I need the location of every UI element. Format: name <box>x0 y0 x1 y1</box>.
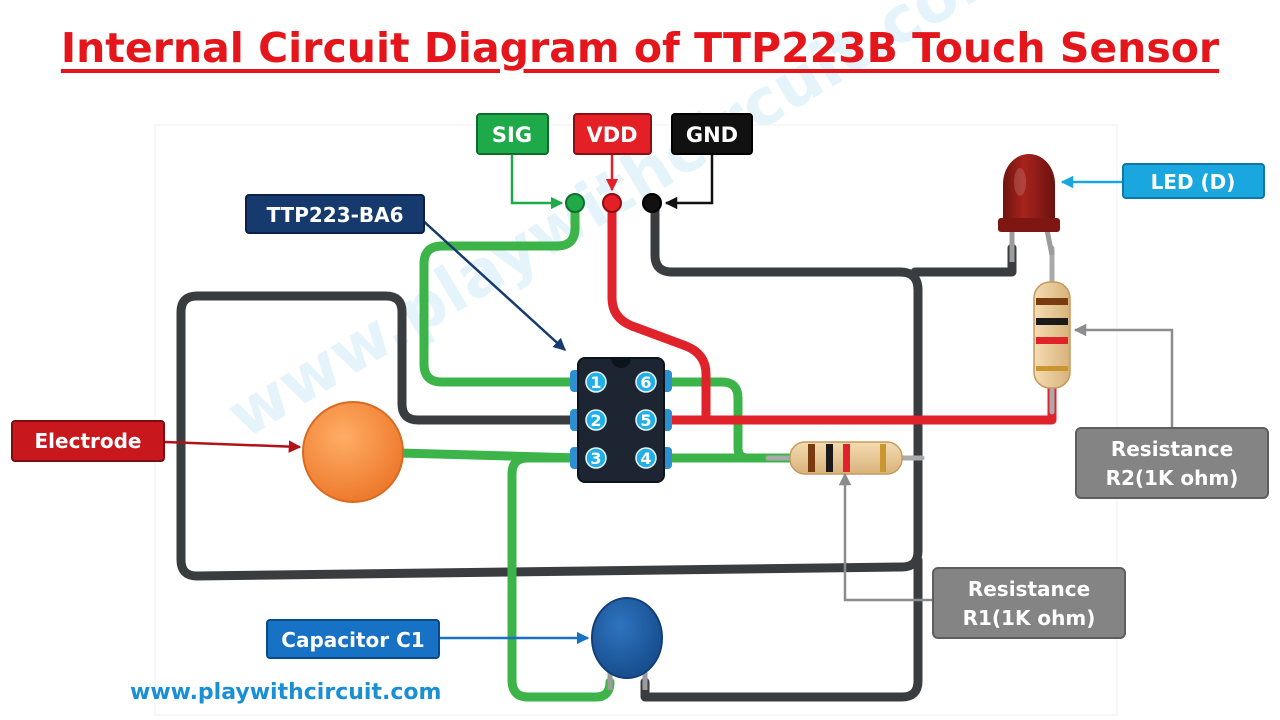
vdd-wire <box>607 200 711 425</box>
r1-label-box: Resistance R1(1K ohm) <box>932 567 1126 639</box>
sig-arrow <box>510 155 564 210</box>
page-title-text: Internal Circuit Diagram of TTP223B Touc… <box>60 24 1220 72</box>
capacitor-label: Capacitor C1 <box>281 628 424 652</box>
r1-arrow <box>838 472 933 602</box>
ic-chip: 1 2 3 4 5 6 <box>570 357 672 483</box>
led-cathode-wire <box>910 243 1017 277</box>
resistor-r2 <box>1033 245 1071 415</box>
resistor-r1 <box>765 441 925 475</box>
capacitor-gnd-wire <box>640 555 923 702</box>
ic-pin-6-label: 6 <box>640 373 651 392</box>
ic-pin-1-label: 1 <box>590 373 601 392</box>
electrode-label-box: Electrode <box>11 420 165 462</box>
electrode-label: Electrode <box>35 429 142 453</box>
website-link[interactable]: www.playwithcircuit.com <box>130 680 442 705</box>
electrode-pad <box>302 401 404 503</box>
sig-wire <box>419 200 585 387</box>
r1-label-line2: R1(1K ohm) <box>963 606 1096 630</box>
pin5-r2-wire <box>658 383 1057 425</box>
capacitor-label-box: Capacitor C1 <box>266 619 440 659</box>
r2-label-line2: R2(1K ohm) <box>1106 466 1239 490</box>
ic-pin-5-label: 5 <box>640 411 651 430</box>
pin3-capacitor-wire <box>507 453 615 702</box>
page-title: Internal Circuit Diagram of TTP223B Touc… <box>0 24 1280 72</box>
ic-label-arrow <box>419 217 566 351</box>
sig-pin-dot <box>565 193 585 213</box>
sig-label: SIG <box>492 123 532 147</box>
r1-label-line1: Resistance <box>968 577 1090 601</box>
ic-label: TTP223-BA6 <box>266 203 403 227</box>
r2-label-line1: Resistance <box>1111 437 1233 461</box>
led <box>998 154 1060 262</box>
gnd-loop-wire <box>176 199 923 581</box>
sig-label-box: SIG <box>476 113 549 155</box>
r2-arrow <box>1073 323 1174 428</box>
ic-label-box: TTP223-BA6 <box>245 194 425 234</box>
led-label-box: LED (D) <box>1122 163 1265 199</box>
vdd-label-box: VDD <box>573 113 652 155</box>
ic-pin-2-label: 2 <box>590 411 601 430</box>
vdd-label: VDD <box>586 123 637 147</box>
gnd-arrow <box>664 155 714 210</box>
vdd-pin-dot <box>602 193 622 213</box>
led-label: LED (D) <box>1151 170 1236 194</box>
r2-label-box: Resistance R2(1K ohm) <box>1075 427 1269 499</box>
capacitor-c1 <box>591 597 663 690</box>
gnd-pin-dot <box>642 193 662 213</box>
ic-pin-4-label: 4 <box>640 449 651 468</box>
gnd-label: GND <box>686 123 738 147</box>
electrode-arrow <box>164 440 302 453</box>
gnd-label-box: GND <box>671 113 753 155</box>
ic-pin-3-label: 3 <box>590 449 601 468</box>
